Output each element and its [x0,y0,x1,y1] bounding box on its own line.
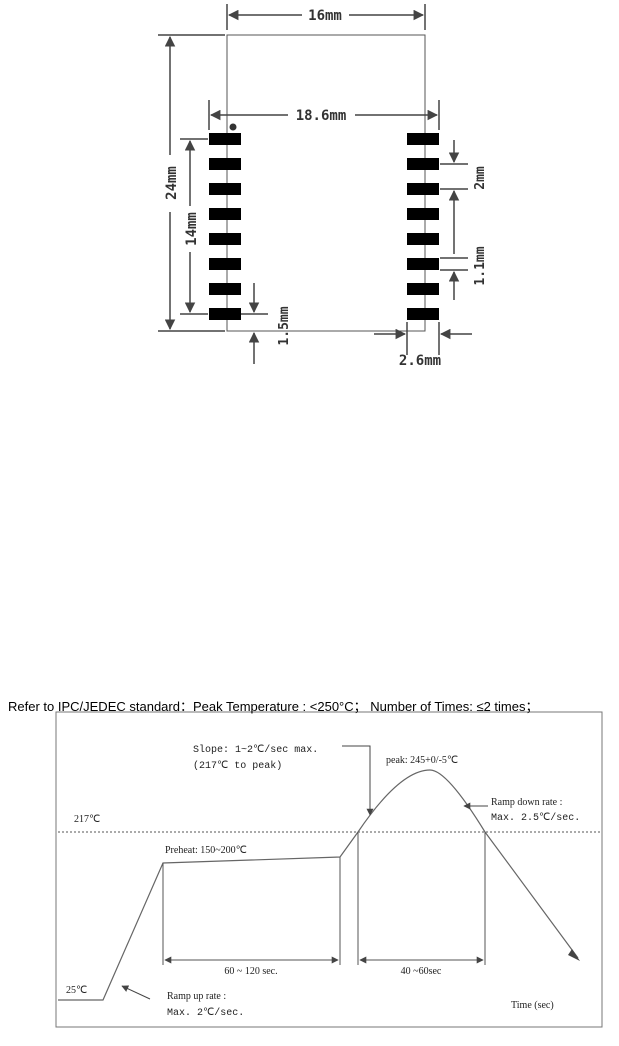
right-pads [407,133,439,320]
dim-bottom-offset [241,283,268,364]
pad [209,233,241,245]
pad [209,158,241,170]
dim-pad-pitch [440,140,468,254]
module-outline [227,35,425,331]
pin1-marker [230,124,237,131]
pad [209,208,241,220]
label-preheat-time: 60 ~ 120 sec. [224,966,277,977]
label-ramp-down-1: Ramp down rate : [491,797,562,808]
pad [407,133,439,145]
label-1-1mm: 1.1mm [473,246,488,285]
reflow-profile: 217℃ 25℃ Preheat: 150~200℃ Slope: 1~2℃/s… [56,712,602,1027]
pad [407,308,439,320]
pad [407,208,439,220]
pad [209,308,241,320]
pad [209,258,241,270]
label-1-5mm: 1.5mm [277,306,292,345]
label-ramp-up-2: Max. 2℃/sec. [167,1007,244,1019]
label-24mm: 24mm [164,166,180,200]
pad [209,183,241,195]
dim-pad-width [440,256,468,300]
label-slope-2: (217℃ to peak) [193,760,282,772]
label-time-axis: Time (sec) [511,1000,554,1011]
label-14mm: 14mm [184,212,200,246]
dim-pad-length [374,322,472,355]
label-preheat: Preheat: 150~200℃ [165,845,247,856]
label-217: 217℃ [74,814,100,825]
pad [209,283,241,295]
label-25: 25℃ [66,985,87,996]
reflow-caption: Refer to IPC/JEDEC standard：Peak Tempera… [8,696,539,715]
label-18-6mm: 18.6mm [296,108,347,124]
profile-frame [56,712,602,1027]
pad [407,233,439,245]
label-slope-1: Slope: 1~2℃/sec max. [193,744,318,756]
left-pads [209,133,241,320]
pad [407,258,439,270]
label-16mm: 16mm [308,8,342,24]
pad [407,283,439,295]
label-ramp-down-2: Max. 2.5℃/sec. [491,812,580,824]
label-2-6mm: 2.6mm [399,353,441,369]
label-ramp-up-1: Ramp up rate : [167,991,226,1002]
label-above-217-time: 40 ~60sec [401,966,442,977]
pad [407,183,439,195]
label-peak: peak: 245+0/-5℃ [386,755,458,766]
label-2mm: 2mm [473,166,488,190]
pad [209,133,241,145]
module-footprint: 16mm 18.6mm 24mm 14mm [158,4,488,369]
pad [407,158,439,170]
